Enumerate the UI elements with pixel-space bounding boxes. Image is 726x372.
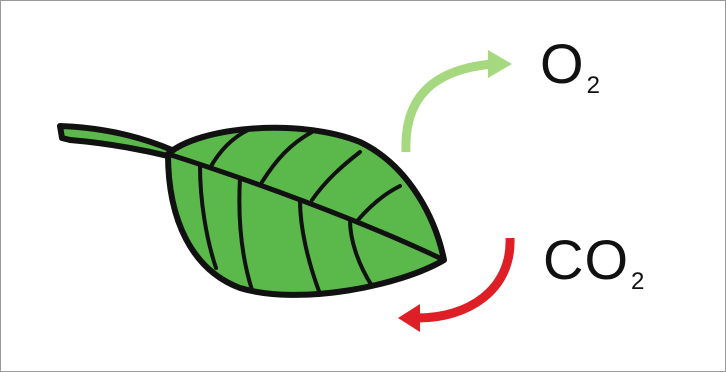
carbon-dioxide-label-main: CO — [543, 228, 629, 291]
leaf-stem — [60, 126, 172, 156]
oxygen-label-main: O — [540, 32, 585, 95]
leaf-icon — [60, 126, 444, 295]
oxygen-arrow-icon — [406, 50, 512, 152]
leaf-blade — [168, 128, 444, 295]
carbon-dioxide-label-subscript: 2 — [631, 268, 644, 295]
carbon-dioxide-label: CO2 — [543, 232, 644, 288]
oxygen-label-subscript: 2 — [587, 72, 600, 99]
oxygen-label: O2 — [540, 36, 600, 92]
